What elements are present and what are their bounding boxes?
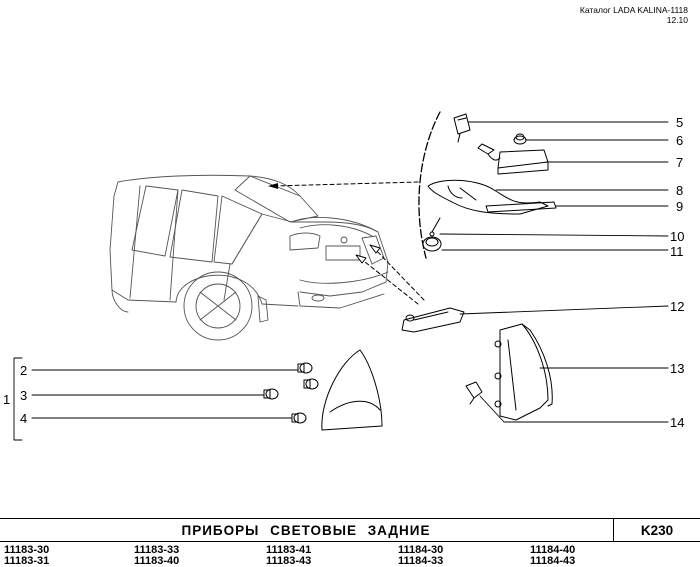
leader-lines (13, 121, 669, 441)
callout-9: 9 (676, 199, 683, 214)
arrow-head-plate-1 (355, 254, 367, 264)
callout-10: 10 (670, 229, 684, 244)
part-6-nut (513, 133, 527, 145)
callout-3: 3 (20, 388, 27, 403)
arrow-to-roof (273, 181, 419, 187)
callout-11: 11 (670, 244, 684, 259)
part-7-stop-lamp (477, 143, 549, 175)
part-12-plate-lamp (401, 307, 465, 333)
section-title: ПРИБОРЫ СВЕТОВЫЕ ЗАДНИЕ (181, 522, 431, 538)
callout-13: 13 (670, 361, 684, 376)
bulb-2 (297, 362, 313, 374)
callout-7: 7 (676, 155, 683, 170)
bulb-4 (291, 412, 307, 424)
model-list: 11183-30 11183-31 11183-33 11183-40 1118… (0, 544, 700, 567)
callout-12: 12 (670, 299, 684, 314)
arrow-to-plate-1 (359, 257, 419, 305)
bulbs (263, 362, 319, 424)
part-14-socket (465, 381, 483, 405)
arrow-head-plate-2 (369, 244, 381, 254)
part-5-connector (453, 113, 471, 143)
arrow-to-plate-2 (373, 247, 425, 301)
model-code: 11184-40 (530, 544, 576, 556)
callout-2: 2 (20, 363, 27, 378)
model-code: 11183-33 (134, 544, 180, 556)
part-8-spoiler (427, 179, 549, 215)
car-illustration (109, 174, 389, 341)
part-13-rear-lamp (494, 323, 553, 421)
catalog-title: Каталог LADA KALINA-1118 (579, 5, 688, 15)
part-10-screw (429, 217, 441, 237)
inset-arc (418, 111, 441, 259)
section-code: K230 (613, 519, 700, 541)
lamp-assembly-1 (321, 349, 383, 431)
callout-8: 8 (676, 183, 683, 198)
footer-bar: ПРИБОРЫ СВЕТОВЫЕ ЗАДНИЕ K230 (0, 518, 700, 542)
bulb-2b (303, 378, 319, 390)
catalog-date: 12.10 (666, 15, 688, 25)
callout-6: 6 (676, 133, 683, 148)
callout-4: 4 (20, 411, 27, 426)
callout-1: 1 (3, 392, 10, 407)
part-11-grommet (422, 236, 442, 252)
callout-14: 14 (670, 415, 684, 430)
part-9-lens (485, 201, 557, 213)
model-code: 11183-30 (4, 544, 50, 556)
model-code: 11183-41 (266, 544, 312, 556)
callout-5: 5 (676, 115, 683, 130)
arrow-head-roof (268, 183, 278, 189)
parts-diagram: 5 6 7 8 9 10 11 12 13 14 1 2 3 4 (3, 111, 684, 441)
bulb-3 (263, 388, 279, 400)
model-code: 11184-30 (398, 544, 444, 556)
